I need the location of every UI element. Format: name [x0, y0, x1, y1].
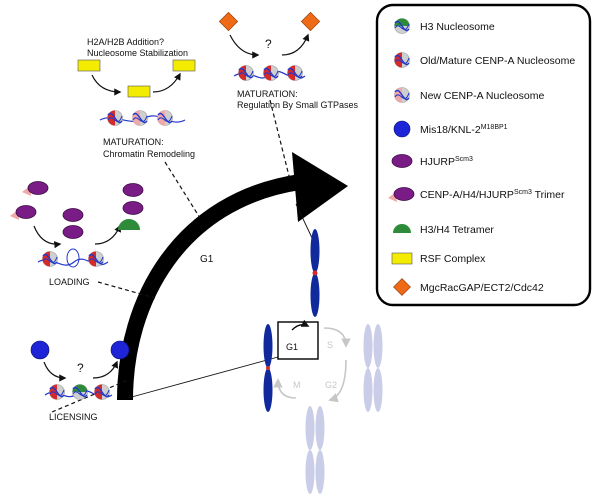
h3h4-tetramer-icon: [393, 224, 411, 233]
licensing-label: LICENSING: [49, 412, 98, 422]
loading-panel: LOADING: [9, 181, 144, 287]
chromatin-remodeling-label: Chromatin Remodeling: [103, 149, 195, 159]
cell-cycle-panel: G1 S G2 M: [263, 229, 383, 494]
mgcracgap-icon: [393, 278, 411, 296]
trimer-icon: [9, 205, 37, 221]
legend-item-h3-nucleosome: H3 Nucleosome: [420, 21, 495, 33]
small-gtpases-label: Regulation By Small GTPases: [237, 100, 359, 110]
mgcracgap-icon: [300, 11, 321, 32]
legend-item-hjurp-text: HJURP: [420, 156, 455, 168]
question-mark-licensing: ?: [77, 361, 84, 375]
loading-label: LOADING: [49, 277, 90, 287]
trimer-icon: [21, 181, 49, 197]
legend: H3 Nucleosome Old/Mature CENP-A Nucleoso…: [375, 3, 592, 307]
rsf-complex-icon: [127, 85, 151, 98]
nucleosome-stabilization-label: Nucleosome Stabilization: [87, 48, 188, 58]
connector-solid: [127, 203, 314, 399]
maturation-label-2: MATURATION:: [237, 89, 298, 99]
legend-item-trimer-suffix: Trimer: [532, 189, 565, 201]
legend-item-mgcracgap: MgcRacGAP/ECT2/Cdc42: [420, 282, 544, 294]
maturation-label-1: MATURATION:: [103, 137, 164, 147]
gtpase-panel: ? MATURATION: Regulation By Small GTPase…: [218, 11, 359, 110]
rsf-complex-icon: [172, 59, 196, 72]
legend-item-mis18-sup: M18BP1: [481, 124, 508, 131]
mis18-icon: [110, 340, 130, 360]
legend-item-tetramer: H3/H4 Tetramer: [420, 224, 494, 236]
cycle-m: M: [293, 380, 301, 390]
mis18-icon: [30, 340, 50, 360]
licensing-panel: ? LICENSING: [30, 340, 130, 422]
rsf-complex-icon: [77, 59, 101, 72]
g1-arrow-label: G1: [200, 254, 214, 265]
legend-item-trimer-sup: Scm3: [514, 189, 532, 196]
g1-arrow: G1: [117, 152, 348, 401]
rsf-panel: H2A/H2B Addition? Nucleosome Stabilizati…: [77, 37, 196, 159]
legend-item-trimer: CENP-A/H4/HJURPScm3 Trimer: [420, 189, 565, 201]
legend-item-hjurp-sup: Scm3: [455, 156, 473, 163]
legend-item-mis18: Mis18/KNL-2M18BP1: [420, 124, 508, 136]
legend-item-hjurp: HJURPScm3: [420, 156, 473, 168]
connector-lines: [51, 99, 291, 413]
chromosome-faded-bottom: [305, 406, 325, 494]
legend-item-new-cenpa: New CENP-A Nucleosome: [420, 90, 544, 102]
cycle-g1: G1: [286, 342, 298, 352]
cycle-s: S: [327, 340, 333, 350]
legend-item-trimer-text: CENP-A/H4/HJURP: [420, 189, 514, 201]
g1-phase-box: [277, 321, 319, 360]
chromosome-faded-right: [363, 324, 383, 412]
mis18-icon: [393, 120, 411, 138]
legend-item-rsf: RSF Complex: [420, 253, 486, 265]
h2a-question-label: H2A/H2B Addition?: [87, 37, 164, 47]
legend-item-old-cenpa: Old/Mature CENP-A Nucleosome: [420, 55, 575, 67]
h3h4-tetramer-icon: [118, 219, 140, 230]
legend-item-mis18-text: Mis18/KNL-2: [420, 124, 481, 136]
question-mark-top: ?: [265, 37, 272, 51]
rsf-complex-icon: [391, 252, 413, 265]
mgcracgap-icon: [218, 11, 239, 32]
cycle-g2: G2: [325, 380, 337, 390]
